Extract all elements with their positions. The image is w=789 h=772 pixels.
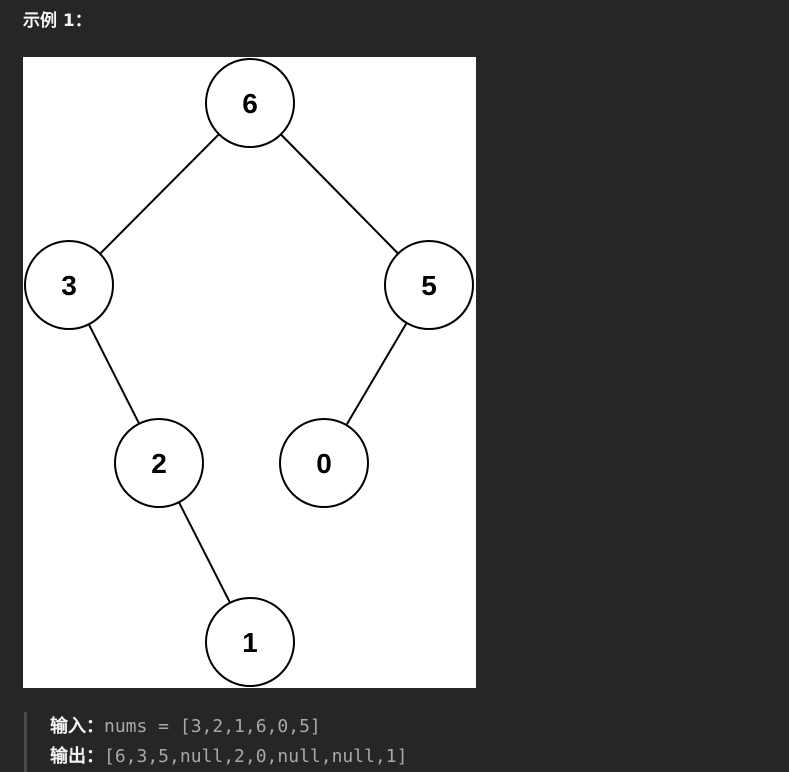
tree-node-label: 3: [61, 270, 77, 301]
tree-node: [279, 418, 369, 508]
tree-node: [114, 418, 204, 508]
tree-node: [384, 240, 474, 330]
tree-node-label: 1: [242, 627, 258, 658]
binary-tree-figure: 6 3 5 2 0 1: [23, 57, 476, 688]
tree-edge: [280, 133, 399, 255]
input-value: nums = [3,2,1,6,0,5]: [104, 716, 321, 737]
output-line: 输出：[6,3,5,null,2,0,null,null,1]: [50, 742, 407, 772]
tree-node-label: 6: [242, 88, 258, 119]
example-blockquote: 输入：nums = [3,2,1,6,0,5] 输出：[6,3,5,null,2…: [24, 712, 407, 772]
tree-edge: [87, 323, 141, 425]
output-value: [6,3,5,null,2,0,null,null,1]: [104, 746, 408, 767]
input-line: 输入：nums = [3,2,1,6,0,5]: [50, 712, 407, 742]
tree-node: [205, 58, 295, 148]
tree-node: [24, 240, 114, 330]
binary-tree-diagram: 6 3 5 2 0 1: [24, 58, 474, 687]
input-label: 输入：: [50, 716, 104, 737]
tree-node: [205, 597, 295, 687]
tree-edge: [345, 322, 408, 426]
tree-node-label: 0: [316, 448, 332, 479]
tree-node-label: 2: [151, 448, 167, 479]
tree-edge: [99, 133, 220, 255]
output-label: 输出：: [50, 746, 104, 767]
tree-edge: [178, 501, 231, 604]
tree-node-label: 5: [421, 270, 437, 301]
example-title: 示例 1：: [23, 11, 92, 31]
